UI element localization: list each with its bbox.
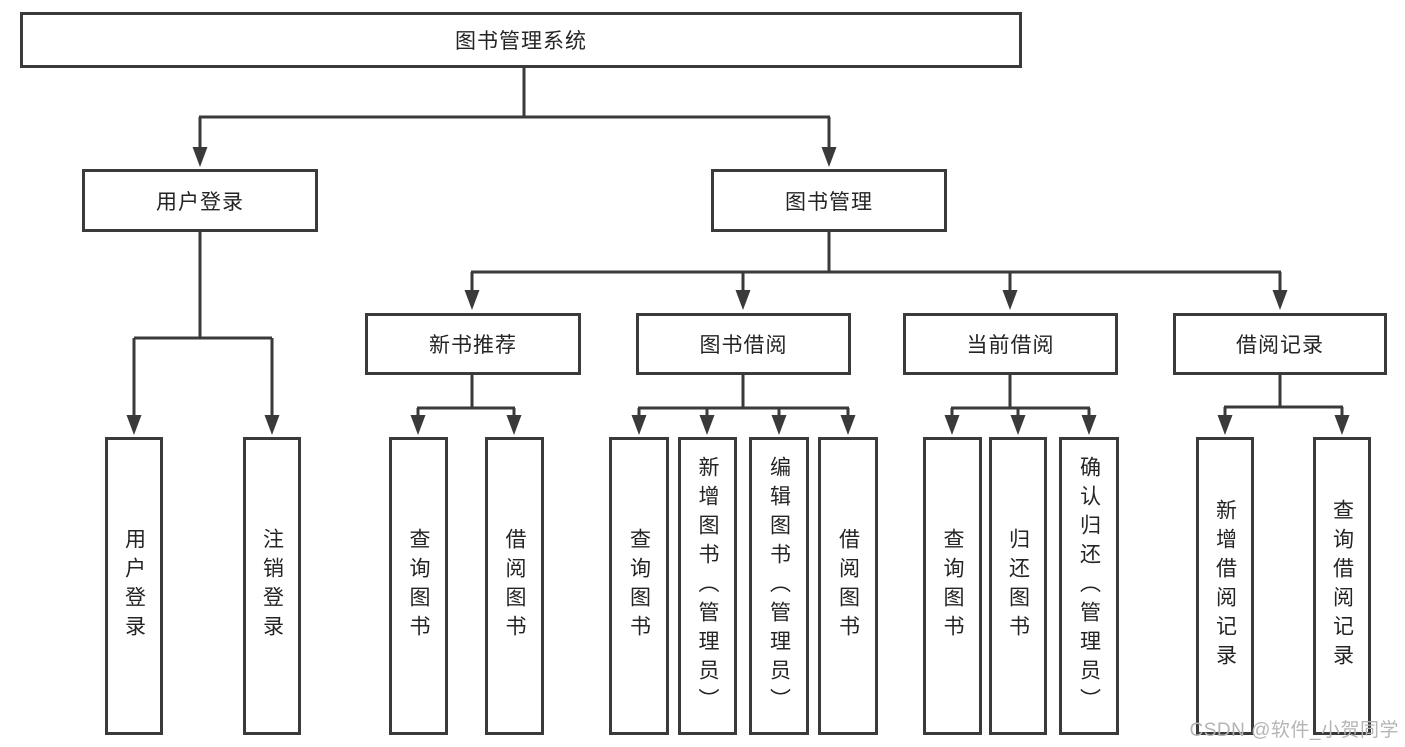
- node-current-borrowing: 当前借阅: [903, 313, 1118, 375]
- arrow-head-icon: [1002, 290, 1018, 310]
- leaf-current-confirm-return-admin-label: 确认归还（管理员）: [1077, 455, 1101, 717]
- arrow-head-icon: [771, 415, 787, 435]
- node-library-management-system: 图书管理系统: [20, 12, 1022, 68]
- arrow-head-icon: [944, 415, 960, 435]
- node-book-management: 图书管理: [711, 169, 947, 232]
- arrow-head-icon: [126, 415, 142, 435]
- leaf-recommend-borrow-book: 借阅图书: [485, 437, 544, 735]
- leaf-borrowing-edit-book-admin: 编辑图书（管理员）: [749, 437, 809, 735]
- leaf-records-add-record-label: 新增借阅记录: [1213, 499, 1237, 673]
- leaf-recommend-borrow-book-label: 借阅图书: [503, 528, 526, 644]
- node-borrowing-records: 借阅记录: [1173, 313, 1387, 375]
- leaf-records-query-record-label: 查询借阅记录: [1330, 499, 1354, 673]
- leaf-recommend-query-book: 查询图书: [389, 437, 448, 735]
- arrow-head-icon: [264, 415, 280, 435]
- arrow-head-icon: [1081, 415, 1097, 435]
- arrow-head-icon: [631, 415, 647, 435]
- arrow-head-icon: [506, 415, 522, 435]
- arrow-head-icon: [1272, 290, 1288, 310]
- leaf-current-return-book-label: 归还图书: [1006, 528, 1030, 644]
- node-user-login: 用户登录: [82, 169, 318, 232]
- node-book-borrowing: 图书借阅: [636, 313, 851, 375]
- leaf-logout: 注销登录: [243, 437, 301, 735]
- leaf-borrowing-add-book-admin: 新增图书（管理员）: [678, 437, 737, 735]
- leaf-recommend-query-book-label: 查询图书: [407, 528, 430, 644]
- leaf-current-query-book: 查询图书: [923, 437, 982, 735]
- leaf-records-query-record: 查询借阅记录: [1313, 437, 1371, 735]
- leaf-current-query-book-label: 查询图书: [941, 528, 964, 644]
- arrow-head-icon: [1217, 415, 1233, 435]
- leaf-borrowing-borrow-book: 借阅图书: [818, 437, 878, 735]
- leaf-current-return-book: 归还图书: [989, 437, 1047, 735]
- node-user-login-label: 用户登录: [156, 190, 244, 214]
- leaf-records-add-record: 新增借阅记录: [1196, 437, 1254, 735]
- leaf-borrowing-add-book-admin-label: 新增图书（管理员）: [696, 455, 719, 717]
- arrow-head-icon: [821, 147, 837, 167]
- node-book-management-label: 图书管理: [785, 190, 873, 214]
- leaf-logout-label: 注销登录: [260, 528, 284, 644]
- arrow-head-icon: [1010, 415, 1026, 435]
- leaf-current-confirm-return-admin: 确认归还（管理员）: [1059, 437, 1119, 735]
- node-current-borrowing-label: 当前借阅: [966, 334, 1055, 357]
- leaf-borrowing-query-book-label: 查询图书: [627, 528, 651, 644]
- leaf-borrowing-edit-book-admin-label: 编辑图书（管理员）: [767, 455, 791, 717]
- node-new-book-recommendation-label: 新书推荐: [429, 334, 517, 357]
- node-new-book-recommendation: 新书推荐: [365, 313, 581, 375]
- node-library-management-system-label: 图书管理系统: [455, 30, 587, 53]
- arrow-head-icon: [840, 415, 856, 435]
- leaf-user-login-label: 用户登录: [122, 528, 146, 644]
- leaf-borrowing-query-book: 查询图书: [609, 437, 669, 735]
- leaf-borrowing-borrow-book-label: 借阅图书: [836, 528, 860, 644]
- node-borrowing-records-label: 借阅记录: [1236, 334, 1324, 357]
- arrow-head-icon: [1334, 415, 1350, 435]
- watermark: CSDN @软件_小贺同学: [1189, 720, 1399, 741]
- node-book-borrowing-label: 图书借阅: [699, 334, 788, 357]
- arrow-head-icon: [464, 290, 480, 310]
- leaf-user-login: 用户登录: [105, 437, 163, 735]
- arrow-head-icon: [699, 415, 715, 435]
- arrow-head-icon: [735, 290, 751, 310]
- arrow-head-icon: [410, 415, 426, 435]
- arrow-head-icon: [192, 147, 208, 167]
